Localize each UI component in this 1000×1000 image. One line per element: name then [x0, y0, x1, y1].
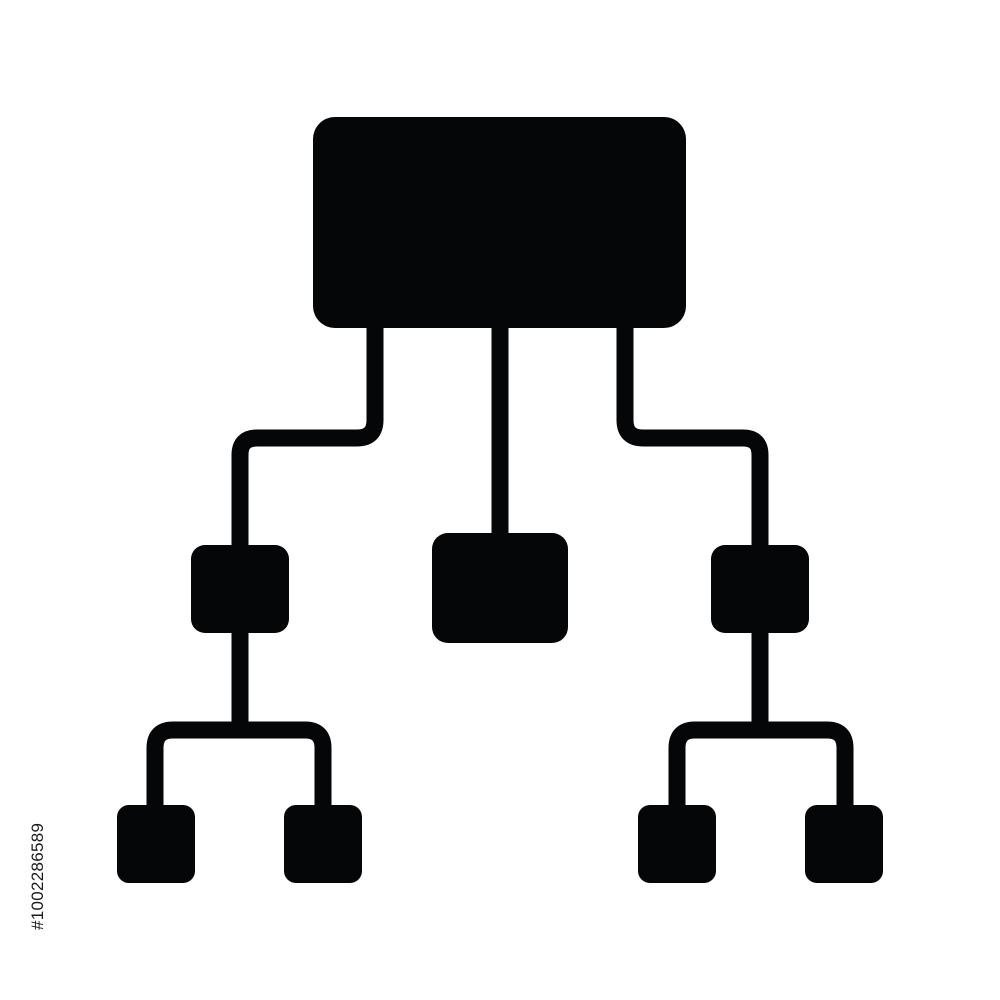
left-mid-node [191, 545, 289, 633]
leaf-node-3 [638, 805, 716, 883]
connector-left-branch [231, 320, 384, 722]
leaf-node-2 [284, 805, 362, 883]
connector-left-split [146, 721, 332, 810]
connector-right-branch [616, 320, 769, 722]
hierarchy-nodes [117, 117, 883, 883]
right-mid-node [711, 545, 809, 633]
center-mid-node [432, 533, 568, 643]
leaf-node-1 [117, 805, 195, 883]
connector-right-split [668, 721, 854, 810]
stock-id-label: #1002286589 [28, 822, 47, 930]
connector-lines [146, 320, 854, 810]
leaf-node-4 [805, 805, 883, 883]
root-node [313, 117, 686, 328]
